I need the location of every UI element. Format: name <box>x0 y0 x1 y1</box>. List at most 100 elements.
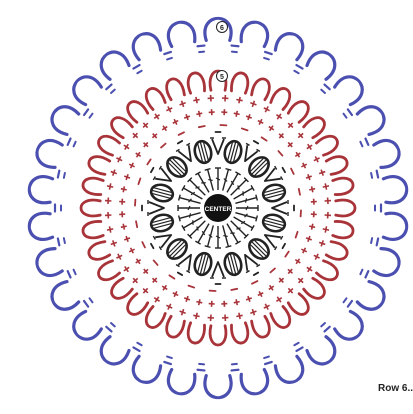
row-6-base-dash <box>167 58 172 60</box>
row-4-dash <box>161 144 166 148</box>
row-6-loop-inner <box>340 317 359 336</box>
row-5-loop-inner <box>235 325 245 340</box>
row-6-base-dash <box>133 65 139 69</box>
row-5-loop-inner <box>335 225 350 235</box>
row-6-loop-inner <box>362 111 382 129</box>
row-6-loop-inner <box>377 146 396 162</box>
row-6-base-dash <box>296 65 302 69</box>
row-4-plus-stitch <box>222 95 229 102</box>
row-3-chain-dash <box>283 168 286 172</box>
row-4-plus-stitch <box>324 212 331 219</box>
row-4-plus-stitch <box>267 284 275 292</box>
row-6-loop <box>29 213 52 239</box>
row-3-chain-dash <box>254 273 258 276</box>
row-4-plus-stitch <box>245 113 253 121</box>
row-5-loop-inner <box>83 203 98 212</box>
row-6-base-dash <box>264 58 269 60</box>
row-4-plus-stitch <box>179 308 187 316</box>
row-5-loop <box>81 200 100 216</box>
row-6-base-dash <box>371 173 372 178</box>
row-6-loop-inner <box>77 317 96 336</box>
row-6-loop-inner <box>138 360 155 380</box>
row-2-bobble <box>149 182 174 203</box>
row-4-plus-stitch <box>222 314 229 321</box>
row-6-base-dash <box>106 85 111 90</box>
row-6-base-dash <box>90 114 93 118</box>
row-4-plus-stitch <box>236 96 244 104</box>
row-4-plus-stitch <box>305 142 314 151</box>
row-6-base-dash <box>164 362 171 364</box>
row-6-loop <box>133 356 160 382</box>
row-4-plus-stitch <box>122 265 131 274</box>
row-4-plus-stitch <box>318 169 326 177</box>
row-6-base-dash <box>377 171 378 178</box>
row-6-loop-inner <box>174 24 190 43</box>
row-6-base-dash <box>64 173 65 178</box>
row-4-plus-stitch <box>249 308 257 316</box>
row-4-plus-stitch <box>152 295 161 304</box>
row-4-plus-stitch <box>193 312 201 320</box>
row-3-chain-dash <box>178 273 182 276</box>
row-6-base-dash <box>344 114 347 118</box>
row-6-loop <box>374 249 399 276</box>
row-4-plus-stitch <box>165 302 174 311</box>
row-6-base-dash <box>232 46 239 47</box>
row-3-chain-dash <box>151 168 154 172</box>
row-4-plus-stitch <box>128 246 136 254</box>
row-6-base-dash <box>64 238 65 243</box>
row-6-loop <box>275 356 302 382</box>
row-6-base-dash <box>137 343 141 346</box>
row-5-loop <box>271 307 290 328</box>
row-5-loop <box>333 178 353 194</box>
row-6-loop-inner <box>55 287 75 305</box>
row-4-plus-stitch <box>134 151 142 159</box>
row-6-loop-inner <box>174 373 190 392</box>
row-6-loop-inner <box>386 182 405 197</box>
row-4-dash <box>154 260 158 265</box>
row-4-plus-stitch <box>294 257 302 265</box>
row-2-bobble <box>222 139 243 164</box>
row-5-loop-inner <box>235 75 245 90</box>
row-6-loop <box>168 370 194 394</box>
row-6-loop-inner <box>362 287 382 305</box>
row-3-chain-dash <box>151 244 154 248</box>
row-4-plus-stitch <box>119 211 125 217</box>
row-2-bobble <box>261 182 286 203</box>
row-1-stitch-top <box>205 246 211 248</box>
row-4-plus-stitch <box>275 112 284 121</box>
row-1-stitch-top <box>179 216 181 222</box>
row-4-plus-stitch <box>115 155 124 164</box>
row-5-loop <box>99 136 120 155</box>
row-6-loop-inner <box>312 341 330 361</box>
row-6-base-dash <box>199 52 204 53</box>
row-5-loop-inner <box>85 181 100 191</box>
row-5-loop <box>146 307 165 328</box>
row-5-loop <box>83 178 103 194</box>
row-6-base-dash <box>84 301 88 307</box>
row-6-base-dash <box>167 357 172 359</box>
row-2-bobble <box>192 139 213 164</box>
row-4-plus-stitch <box>322 183 330 191</box>
row-4-plus-stitch <box>277 132 285 140</box>
row-5-loop <box>146 89 165 110</box>
row-4-plus-stitch <box>311 199 317 205</box>
row-4-plus-stitch <box>262 302 271 311</box>
row-2-bobble <box>261 212 286 233</box>
row-4-plus-stitch <box>131 276 140 285</box>
row-6-base-dash <box>365 271 368 277</box>
row-6-base-dash <box>232 370 239 371</box>
row-4-plus-stitch <box>311 211 317 217</box>
row-4-plus-stitch <box>294 151 302 159</box>
row-4-plus-stitch <box>196 110 203 117</box>
row-5-loop <box>317 261 338 280</box>
row-marker-5-label: 5 <box>220 74 224 81</box>
row-5-loop <box>231 323 247 343</box>
row-4-plus-stitch <box>110 169 118 177</box>
row-4-plus-stitch <box>209 301 215 307</box>
row-5-loop <box>231 73 247 93</box>
row-4-plus-stitch <box>150 132 158 140</box>
row-markers: 6 5 <box>217 22 228 82</box>
row-4-dash <box>262 137 267 140</box>
row-6-base-dash <box>294 71 298 74</box>
